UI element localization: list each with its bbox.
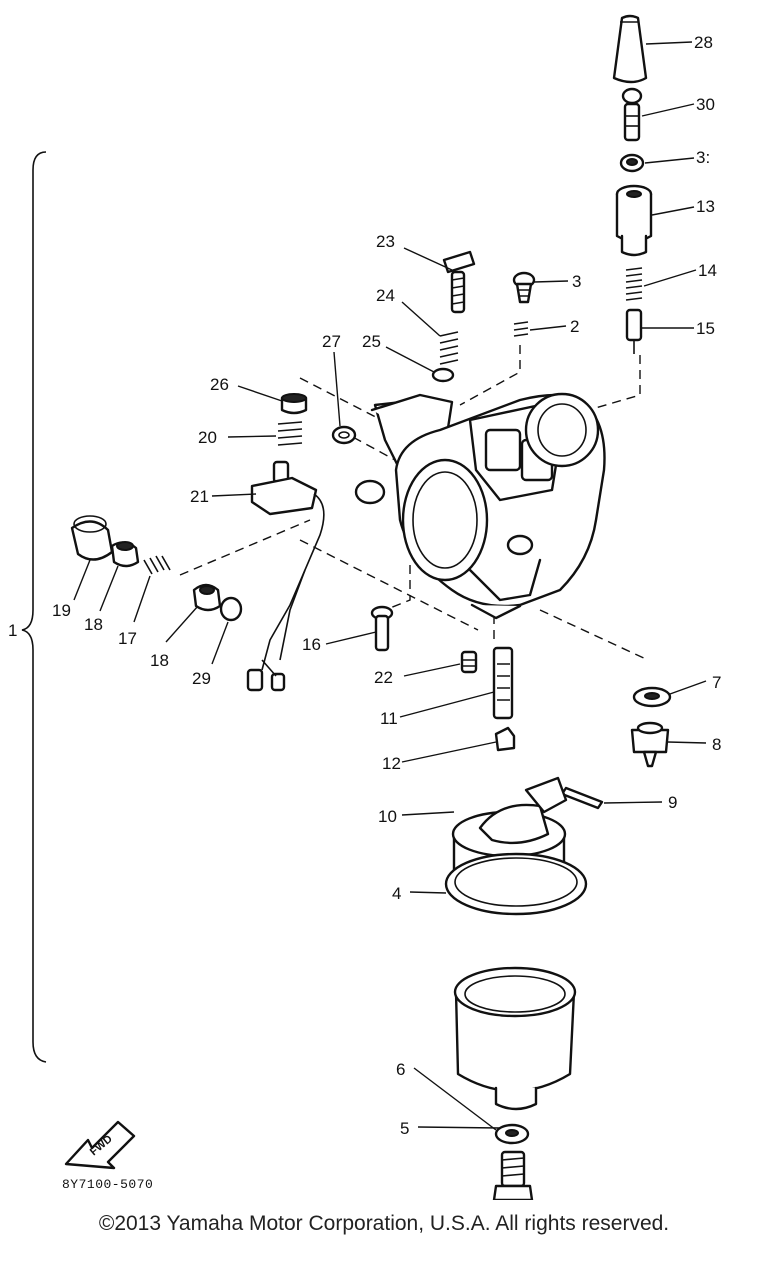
part-18-nut-a [110, 541, 140, 568]
carburetor-exploded-diagram: FWD 28 30 3: [8, 14, 721, 1200]
part-19-cap [70, 515, 114, 561]
part-15-throttle-valve [625, 308, 643, 354]
carburetor-body [354, 392, 606, 620]
callout-16: 16 [302, 635, 321, 654]
callout-8: 8 [712, 735, 721, 754]
assembly-label-1: 1 [8, 621, 17, 640]
part-27-ring [331, 425, 357, 445]
callout-10: 10 [378, 807, 397, 826]
callout-31: 3: [696, 148, 710, 167]
callout-13: 13 [696, 197, 715, 216]
part-11-tube [492, 646, 514, 720]
part-22-plug [460, 650, 478, 674]
callout-28: 28 [694, 33, 713, 52]
part-26-cap [280, 393, 308, 415]
callout-18-a: 18 [84, 615, 103, 634]
callout-27: 27 [322, 332, 341, 351]
callout-12: 12 [382, 754, 401, 773]
part-25-washer [431, 367, 455, 383]
callout-17: 17 [118, 629, 137, 648]
callout-18-b: 18 [150, 651, 169, 670]
part-5-plug [492, 1150, 534, 1200]
part-8-valve [630, 721, 670, 768]
part-21-plunger-wire [246, 460, 325, 692]
part-16-screw [370, 605, 394, 652]
callout-29: 29 [192, 669, 211, 688]
callout-26: 26 [210, 375, 229, 394]
drawing-reference-code: 8Y7100-5070 [62, 1177, 153, 1192]
part-23-screw [442, 250, 476, 314]
part-3-screw [512, 271, 536, 304]
callout-25: 25 [362, 332, 381, 351]
callout-4: 4 [392, 884, 401, 903]
callout-labels: 28 30 3: 13 14 15 23 3 2 24 25 27 26 20 … [8, 33, 721, 1138]
callout-21: 21 [190, 487, 209, 506]
float-bowl [453, 966, 577, 1111]
callout-19: 19 [52, 601, 71, 620]
part-28-cap [612, 14, 648, 84]
callout-30: 30 [696, 95, 715, 114]
callout-14: 14 [698, 261, 717, 280]
part-4-gasket [444, 852, 588, 916]
assembly-bracket [21, 151, 47, 1063]
callout-22: 22 [374, 668, 393, 687]
part-9-pin [560, 786, 604, 810]
part-12-jet [494, 726, 516, 752]
part-6-washer [494, 1123, 530, 1145]
part-29-washer [219, 596, 243, 622]
callout-11: 11 [380, 709, 398, 728]
part-17-spring [143, 555, 171, 575]
callout-2: 2 [570, 317, 579, 336]
part-31-nut [619, 153, 645, 173]
part-13-top [615, 184, 653, 257]
part-7-washer [632, 686, 672, 708]
callout-23: 23 [376, 232, 395, 251]
copyright-notice: ©2013 Yamaha Motor Corporation, U.S.A. A… [98, 1212, 670, 1235]
leader-lines [73, 41, 707, 1131]
callout-9: 9 [668, 793, 677, 812]
fwd-arrow-icon: FWD [64, 1120, 136, 1170]
callout-5: 5 [400, 1119, 409, 1138]
part-24-spring [439, 331, 459, 365]
part-2-spring [513, 321, 529, 337]
callout-15: 15 [696, 319, 715, 338]
callout-20: 20 [198, 428, 217, 447]
part-18-grommet-b [192, 583, 222, 612]
callout-7: 7 [712, 673, 721, 692]
callout-6: 6 [396, 1060, 405, 1079]
part-14-spring [625, 267, 643, 301]
part-30-adjuster [621, 87, 643, 142]
part-20-spring [277, 421, 303, 446]
callout-3: 3 [572, 272, 581, 291]
callout-24: 24 [376, 286, 395, 305]
